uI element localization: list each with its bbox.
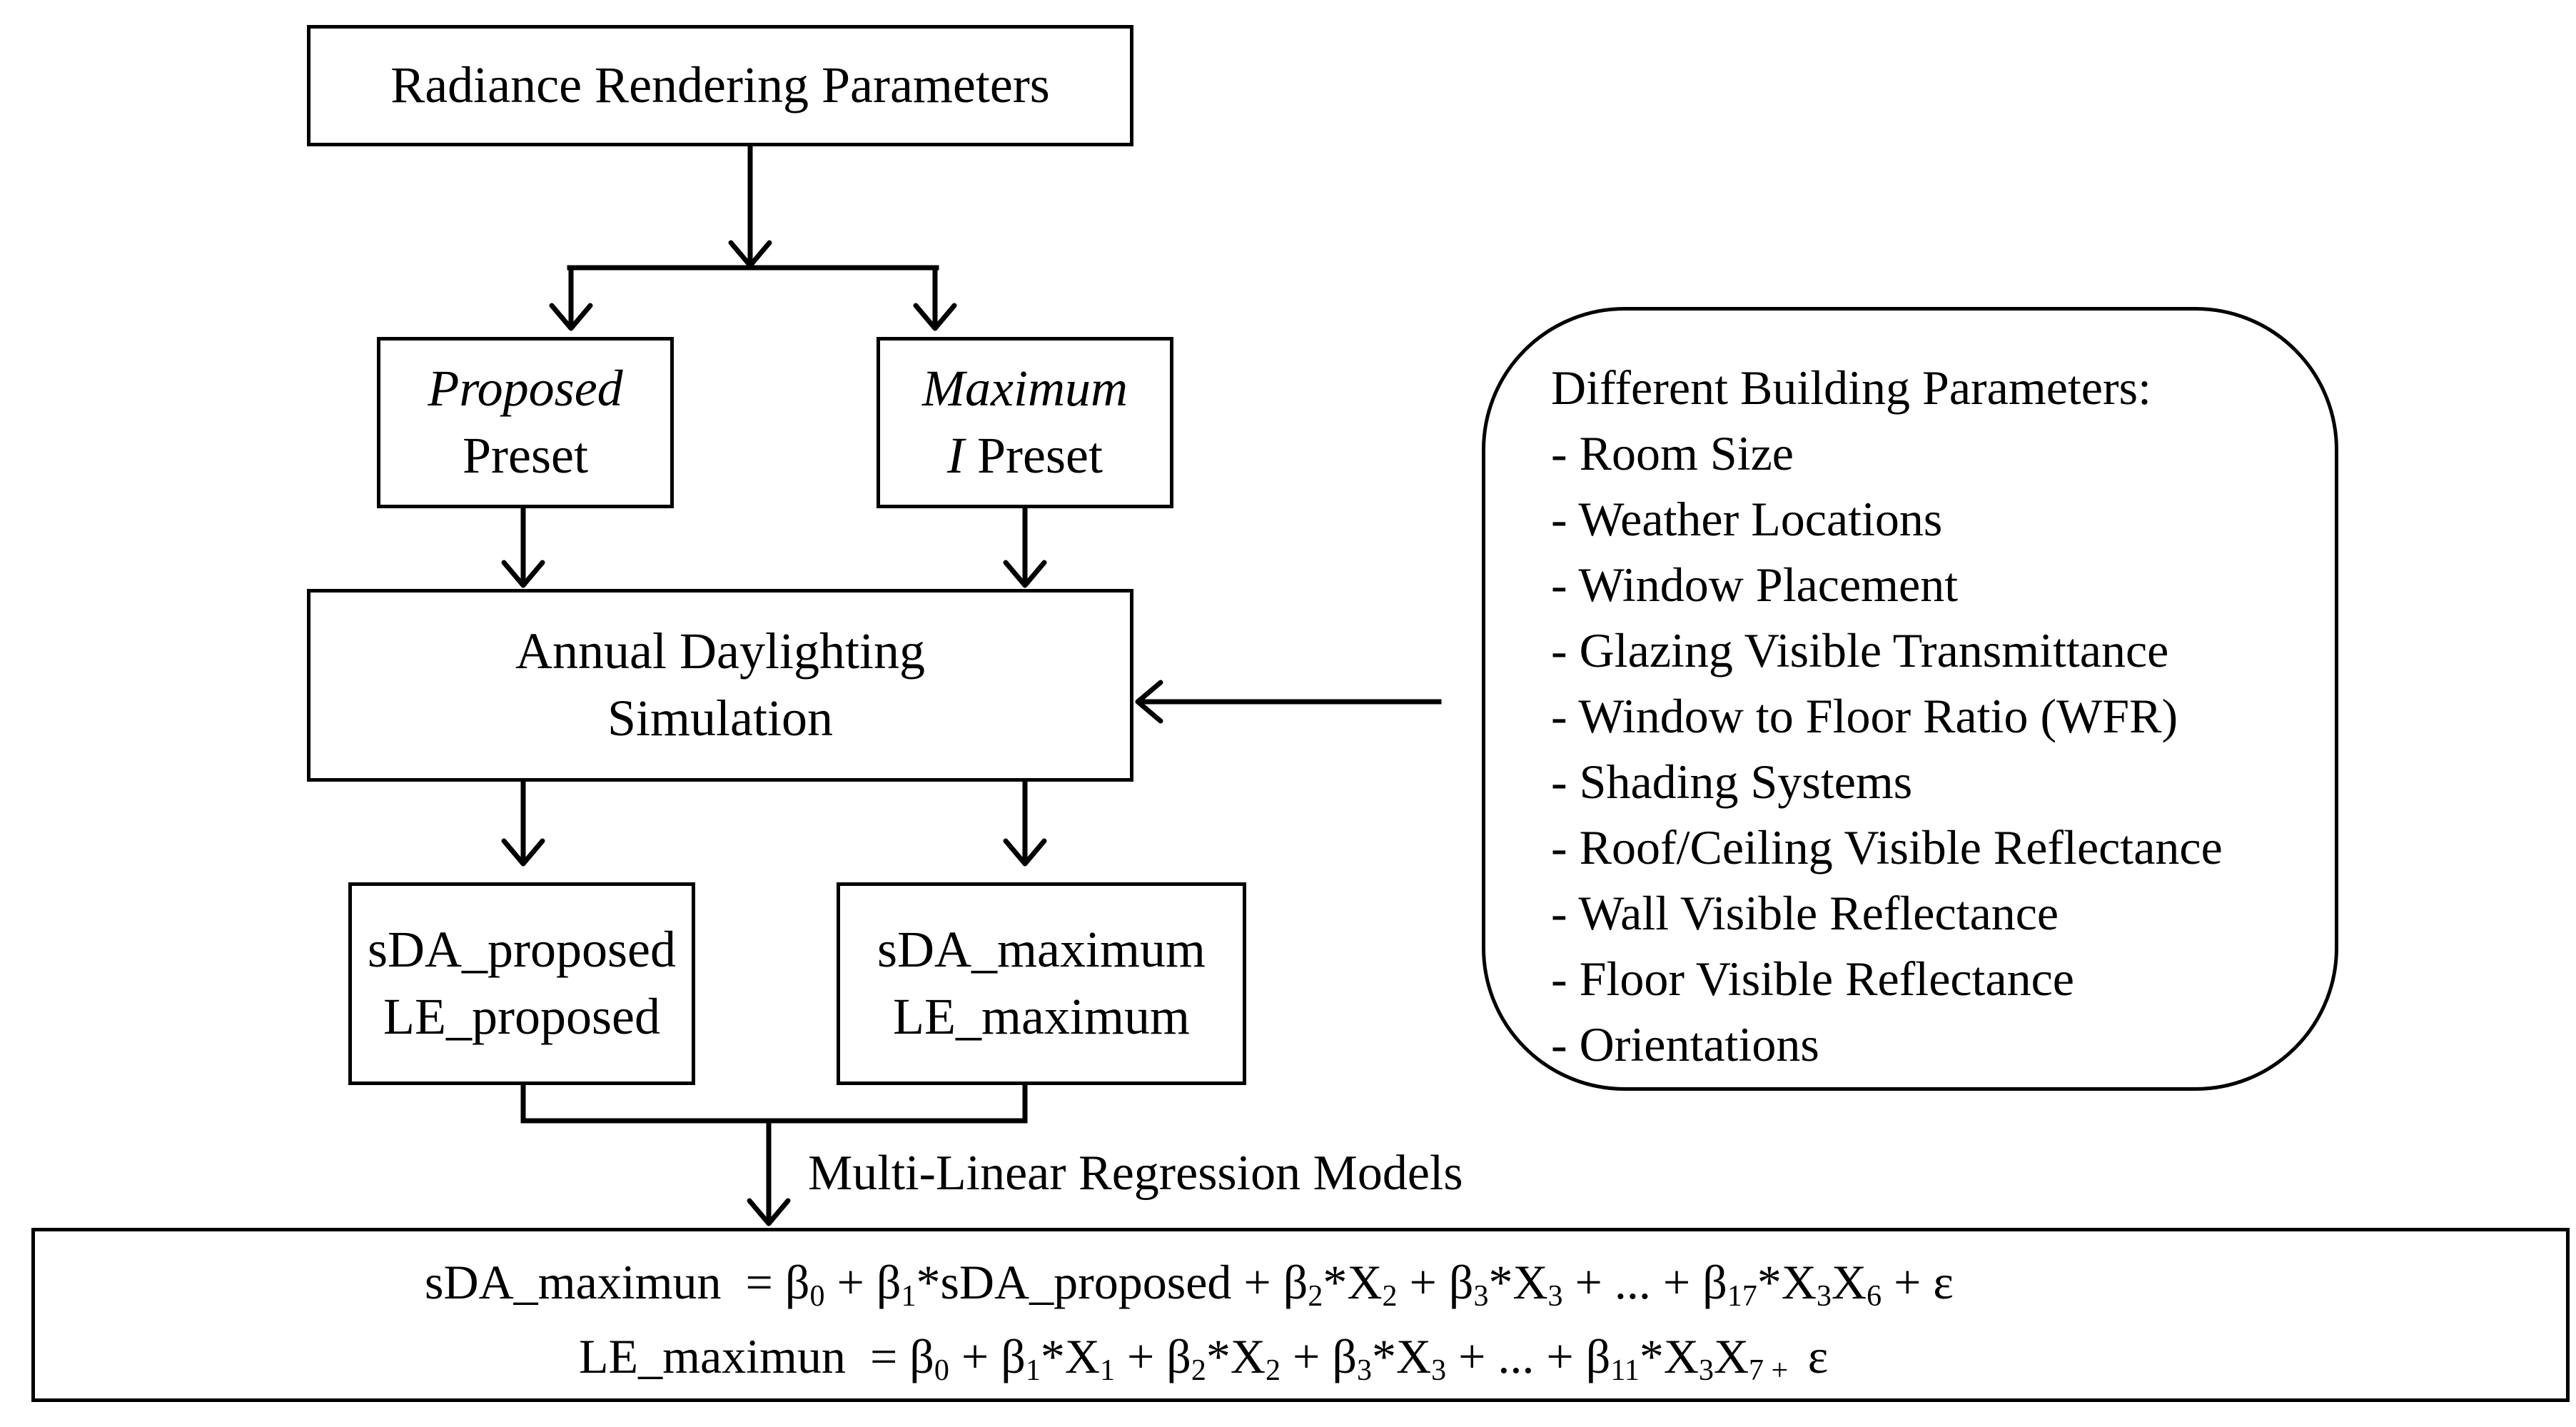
eq2-part: *X: [1206, 1329, 1266, 1383]
output-proposed-box: sDA_proposed LE_proposed: [348, 882, 695, 1085]
arrow-tip-maximum-sim: [1003, 560, 1047, 588]
arrow-tip-output-proposed: [501, 838, 545, 867]
eq2-sub: 2: [1191, 1354, 1206, 1387]
radiance-parameters-label: Radiance Rendering Parameters: [390, 56, 1050, 114]
param-item: - Window to Floor Ratio (WFR): [1551, 689, 2178, 743]
eq1-part: *X: [1488, 1255, 1548, 1309]
simulation-subtitle: Simulation: [607, 690, 834, 747]
arrow-tip-proposed-sim: [501, 560, 545, 588]
le-maximum-label: LE_maximum: [893, 988, 1190, 1045]
eq2-part: + β: [949, 1329, 1026, 1383]
eq2-sub: 1: [1099, 1354, 1115, 1387]
eq2-sub: 3: [1356, 1354, 1372, 1387]
arrow-tip-regression: [747, 1198, 791, 1226]
param-item: - Floor Visible Reflectance: [1551, 952, 2074, 1006]
param-item: - Room Size: [1551, 426, 1794, 480]
eq1-sub: 17: [1727, 1280, 1757, 1313]
arrow-tip-proposed-preset: [549, 303, 593, 331]
eq1-sub: 2: [1308, 1280, 1323, 1313]
maximum-preset-subtitle-line: I Preset: [947, 423, 1103, 490]
eq1-part: + β: [824, 1255, 901, 1309]
maximum-preset-subtitle: Preset: [964, 427, 1103, 484]
eq2-part: *X: [1371, 1329, 1432, 1383]
eq2-part: X: [1713, 1329, 1749, 1383]
regression-models-label: Multi-Linear Regression Models: [808, 1146, 1463, 1201]
proposed-preset-subtitle: Preset: [463, 427, 588, 484]
eq2-sub: 3: [1431, 1354, 1447, 1387]
eq1-lhs: sDA_maximun: [425, 1255, 722, 1309]
param-item: - Shading Systems: [1551, 755, 1913, 809]
eq1-part: *X: [1757, 1255, 1817, 1309]
param-item: - Weather Locations: [1551, 492, 1943, 546]
eq2-sub: 2: [1266, 1354, 1281, 1387]
arrow-tip-params: [1135, 680, 1163, 724]
proposed-preset-box: Proposed Preset: [377, 337, 674, 508]
eq1-part: + ε: [1882, 1255, 1954, 1309]
building-parameters-box: Different Building Parameters: - Room Si…: [1482, 307, 2338, 1091]
building-parameters-list: Different Building Parameters: - Room Si…: [1551, 355, 2223, 1077]
eq2-lhs: LE_maximun: [579, 1329, 846, 1383]
eq2-part: + β: [1114, 1329, 1191, 1383]
eq2-sub: 11: [1610, 1354, 1640, 1387]
param-item: - Roof/Ceiling Visible Reflectance: [1551, 820, 2223, 874]
maximum-preset-title: Maximum: [922, 360, 1128, 418]
regression-equations-box: sDA_maximun = β0 + β1*sDA_proposed + β2*…: [31, 1228, 2570, 1402]
eq1-sub: 6: [1867, 1280, 1882, 1313]
eq2-sub: 1: [1025, 1354, 1041, 1387]
eq2-sub: 7 +: [1749, 1354, 1796, 1387]
eq1-part: *X: [1323, 1255, 1383, 1309]
eq1-part: = β: [721, 1255, 810, 1309]
eq2-part: + β: [1281, 1329, 1357, 1383]
eq1-sub: 3: [1547, 1280, 1563, 1313]
eq1-part: + β: [1397, 1255, 1474, 1309]
merge-connector: [520, 1082, 1028, 1124]
arrow-tip-maximum-preset: [913, 303, 957, 331]
eq1-sub: 0: [809, 1280, 825, 1313]
param-item: - Wall Visible Reflectance: [1551, 886, 2059, 940]
eq2-part: ε: [1795, 1329, 1829, 1383]
eq2-part: + ... + β: [1446, 1329, 1611, 1383]
eq1-sub: 1: [901, 1280, 916, 1313]
maximum-preset-roman-numeral: I: [947, 427, 964, 484]
sda-maximum-label: sDA_maximum: [877, 921, 1206, 979]
eq1-part: *sDA_proposed + β: [916, 1255, 1308, 1309]
radiance-parameters-box: Radiance Rendering Parameters: [307, 25, 1133, 146]
eq1-part: X: [1831, 1255, 1867, 1309]
annual-daylighting-simulation-box: Annual Daylighting Simulation: [307, 589, 1133, 782]
eq1-sub: 3: [1816, 1280, 1832, 1313]
simulation-title: Annual Daylighting: [515, 622, 925, 680]
output-maximum-box: sDA_maximum LE_maximum: [837, 882, 1246, 1085]
le-regression-equation: LE_maximun = β0 + β1*X1 + β2*X2 + β3*X3 …: [579, 1318, 1828, 1408]
proposed-preset-title: Proposed: [428, 360, 623, 418]
eq2-part: *X: [1639, 1329, 1699, 1383]
building-parameters-title: Different Building Parameters:: [1551, 360, 2151, 415]
eq1-sub: 2: [1382, 1280, 1398, 1313]
le-proposed-label: LE_proposed: [383, 988, 660, 1045]
param-item: - Orientations: [1551, 1017, 1819, 1071]
arrow-tip-output-maximum: [1003, 838, 1047, 867]
eq2-sub: 0: [934, 1354, 949, 1387]
maximum-preset-box: Maximum I Preset: [877, 337, 1173, 508]
eq1-part: + ... + β: [1562, 1255, 1727, 1309]
param-item: - Glazing Visible Transmittance: [1551, 623, 2169, 677]
sda-proposed-label: sDA_proposed: [368, 921, 676, 979]
eq2-part: = β: [845, 1329, 934, 1383]
param-item: - Window Placement: [1551, 558, 1959, 612]
sda-regression-equation: sDA_maximun = β0 + β1*sDA_proposed + β2*…: [425, 1244, 1954, 1334]
eq2-sub: 3: [1698, 1354, 1714, 1387]
eq1-sub: 3: [1473, 1280, 1489, 1313]
eq2-part: *X: [1040, 1329, 1100, 1383]
